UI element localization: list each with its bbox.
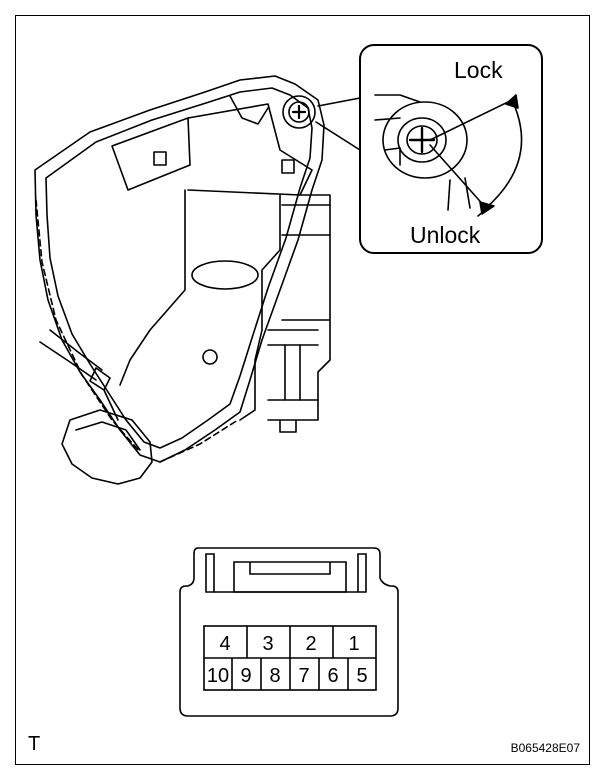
pin-label: 4 (219, 633, 230, 655)
pin-label: 5 (356, 665, 367, 687)
pin-label: 10 (207, 665, 229, 687)
door-lock-assembly (34, 75, 331, 485)
pin-label: 9 (240, 665, 251, 687)
pin-label: 8 (269, 665, 280, 687)
callout-leader-lines (315, 97, 361, 151)
unlock-label: Unlock (410, 222, 481, 248)
corner-mark: T (28, 733, 40, 755)
pin-label: 2 (305, 633, 316, 655)
figure-frame (15, 15, 590, 765)
pin-label: 7 (298, 665, 309, 687)
pin-label: 1 (348, 633, 359, 655)
figure-code: B065428E07 (511, 741, 581, 755)
lock-knob-inset (359, 44, 543, 254)
connector-face (179, 547, 399, 717)
lock-label: Lock (454, 57, 503, 83)
pin-label: 6 (327, 665, 338, 687)
pin-label: 3 (262, 633, 273, 655)
